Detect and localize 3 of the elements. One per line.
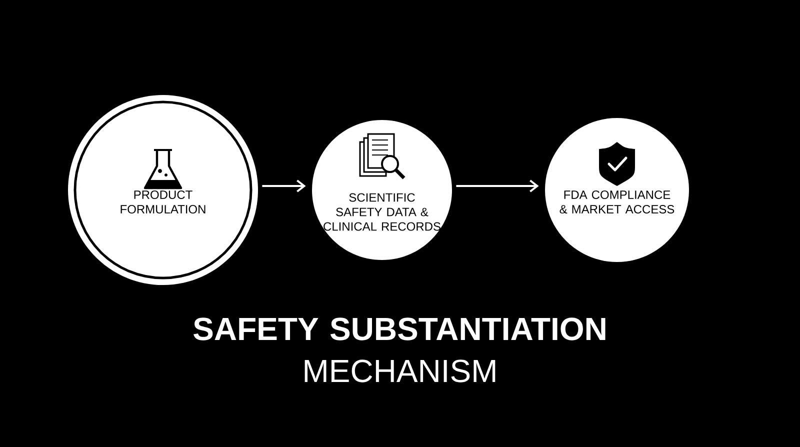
arrow [456, 180, 539, 192]
arrow [262, 180, 306, 192]
title: SAFETY SUBSTANTIATION MECHANISM [194, 318, 606, 382]
